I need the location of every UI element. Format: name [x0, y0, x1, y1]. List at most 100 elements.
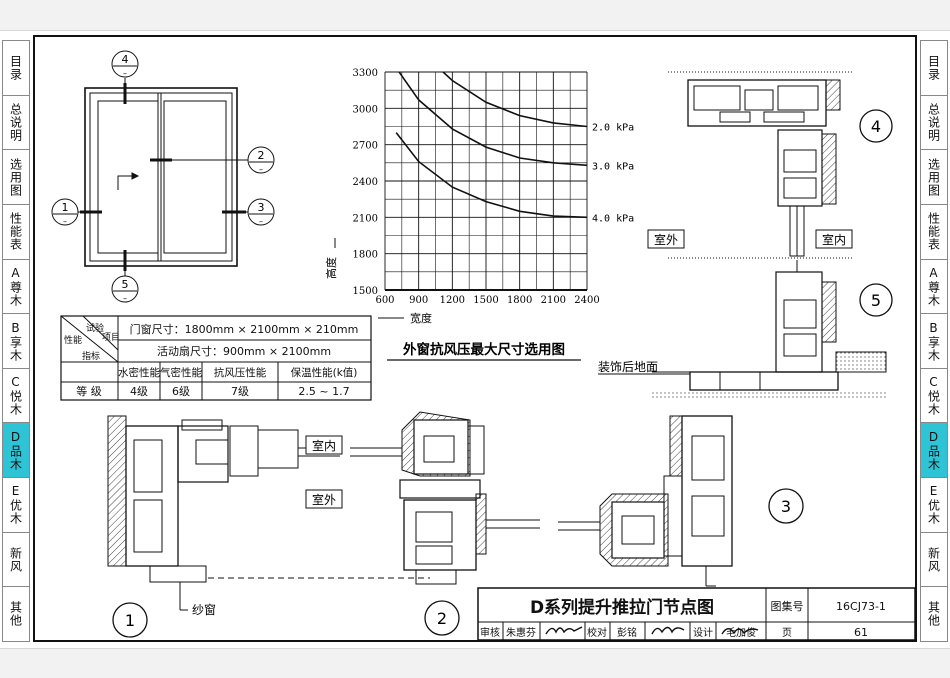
side-tab-9[interactable]: 新风	[921, 533, 947, 588]
reviewer-signature	[545, 626, 583, 635]
performance-table-text: 试验 项目 性能 指标 门窗尺寸：1800mm × 2100mm × 210mm…	[64, 322, 358, 398]
y-tick-2100: 2100	[353, 213, 378, 224]
y-tick-2400: 2400	[353, 177, 378, 188]
side-tab-0[interactable]: 目录	[3, 41, 29, 96]
detail-5-label: 5	[871, 291, 881, 310]
marker-5: 5	[122, 278, 129, 291]
side-tab-1[interactable]: 总说明	[3, 96, 29, 151]
svg-text:性能: 性能	[64, 334, 82, 346]
svg-text:气密性能: 气密性能	[160, 366, 202, 379]
sash-size: 活动扇尺寸：900mm × 2100mm	[157, 344, 331, 358]
y-tick-1800: 1800	[353, 250, 378, 261]
detail-4-label: 4	[871, 117, 881, 136]
chart-title: 外窗抗风压最大尺寸选用图	[403, 341, 565, 358]
x-tick-1500: 1500	[473, 295, 498, 306]
side-tab-7[interactable]: D品木	[3, 423, 29, 479]
svg-text:6级: 6级	[172, 385, 190, 398]
side-tab-2[interactable]: 选用图	[921, 150, 947, 205]
svg-text:指标: 指标	[82, 350, 100, 362]
detail-1-labels: 室内 室外 纱窗 1	[112, 435, 343, 638]
outdoor-label-right: 室外	[654, 232, 678, 247]
elevation-markers: 4 – 2 – 1 – 3 – 5 –	[51, 50, 275, 303]
side-tab-4[interactable]: A尊木	[921, 260, 947, 315]
svg-text:–: –	[259, 217, 263, 226]
page-number: 61	[854, 626, 868, 639]
side-tab-6[interactable]: C悦木	[921, 369, 947, 424]
marker-4: 4	[122, 53, 129, 66]
svg-text:图集号: 图集号	[771, 599, 804, 613]
svg-text:校对: 校对	[587, 626, 607, 639]
detail-1-label: 1	[125, 611, 135, 630]
svg-text:水密性能: 水密性能	[118, 366, 160, 379]
door-size: 门窗尺寸：1800mm × 2100mm × 210mm	[130, 322, 359, 336]
detail-3-label: 3	[781, 497, 791, 516]
svg-text:审核: 审核	[480, 626, 500, 639]
x-tick-1800: 1800	[507, 295, 532, 306]
svg-text:彭铭: 彭铭	[617, 626, 637, 639]
svg-text:4级: 4级	[130, 385, 148, 398]
detail-3-section	[558, 415, 733, 587]
side-tab-7[interactable]: D品木	[921, 423, 947, 479]
svg-text:朱惠芬: 朱惠芬	[506, 626, 536, 639]
side-tab-6[interactable]: C悦木	[3, 369, 29, 424]
series-line-0	[441, 72, 587, 128]
y-tick-1500: 1500	[353, 286, 378, 297]
svg-text:试验: 试验	[86, 322, 104, 334]
side-tab-1[interactable]: 总说明	[921, 96, 947, 151]
series-label-2: 4.0 kPa	[592, 213, 634, 224]
svg-text:–: –	[259, 165, 263, 174]
y-tick-2700: 2700	[353, 141, 378, 152]
marker-2: 2	[258, 149, 265, 162]
title-block-text: D系列提升推拉门节点图 图集号 16CJ73-1 审核 朱惠芬 校对 彭铭 设计…	[480, 597, 886, 639]
x-tick-900: 900	[409, 295, 428, 306]
x-tick-2100: 2100	[541, 295, 566, 306]
svg-text:抗风压性能: 抗风压性能	[214, 366, 267, 379]
side-tab-3[interactable]: 性能表	[921, 205, 947, 260]
series-line-2	[395, 132, 587, 219]
marker-3: 3	[258, 201, 265, 214]
y-axis-label: 高度	[324, 257, 338, 279]
svg-text:等 级: 等 级	[76, 384, 102, 398]
detail-4-5-labels: 室外 室内 装饰后地面 4 5	[598, 109, 893, 375]
svg-text:页: 页	[782, 627, 792, 639]
side-tab-9[interactable]: 新风	[3, 533, 29, 588]
marker-1: 1	[62, 201, 69, 214]
title-block	[477, 587, 916, 641]
side-tab-10[interactable]: 其他	[8, 601, 23, 628]
side-tab-4[interactable]: A尊木	[3, 260, 29, 315]
svg-text:7级: 7级	[231, 385, 249, 398]
side-tab-0[interactable]: 目录	[921, 41, 947, 96]
detail-2-labels: 2	[424, 600, 460, 636]
svg-text:–: –	[123, 69, 127, 78]
detail-4-5-sections	[652, 71, 887, 398]
side-tab-2[interactable]: 选用图	[3, 150, 29, 205]
x-tick-600: 600	[375, 295, 394, 306]
finished-floor-label: 装饰后地面	[598, 360, 658, 374]
performance-table	[60, 315, 372, 401]
svg-text:–: –	[63, 217, 67, 226]
indoor-label-right: 室内	[822, 232, 846, 247]
x-tick-2400: 2400	[574, 295, 599, 306]
series-label-1: 3.0 kPa	[592, 161, 634, 172]
checker-signature	[651, 626, 685, 635]
side-tab-5[interactable]: B享木	[921, 314, 947, 369]
side-tab-3[interactable]: 性能表	[3, 205, 29, 260]
side-tab-5[interactable]: B享木	[3, 314, 29, 369]
side-tab-10[interactable]: 其他	[926, 601, 941, 628]
detail-2-section	[350, 411, 540, 585]
drawing-frame	[33, 35, 917, 642]
side-tab-8[interactable]: E优木	[921, 478, 947, 533]
svg-text:项目: 项目	[102, 332, 120, 343]
side-tab-8[interactable]: E优木	[3, 478, 29, 533]
screen-label: 纱窗	[192, 603, 216, 617]
detail-2-label: 2	[437, 609, 447, 628]
svg-text:毛加俊: 毛加俊	[726, 626, 756, 639]
svg-text:–: –	[123, 294, 127, 303]
y-tick-3300: 3300	[353, 68, 378, 79]
top-margin-band	[0, 0, 950, 31]
y-tick-3000: 3000	[353, 104, 378, 115]
